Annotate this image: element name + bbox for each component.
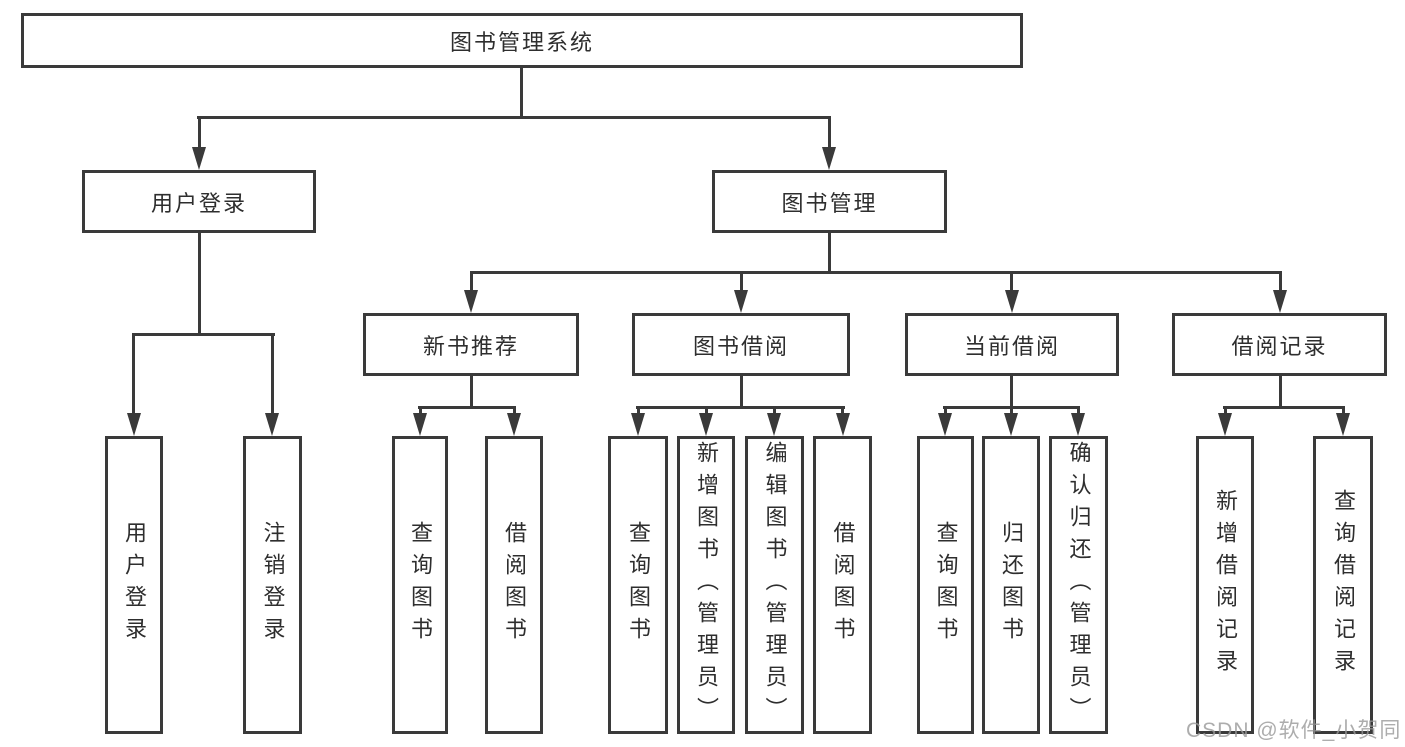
- arrow-down-icon: [1273, 290, 1287, 313]
- connector-line: [1223, 406, 1345, 409]
- connector-line: [132, 335, 135, 415]
- arrow-down-icon: [464, 290, 478, 313]
- leaf-query-books-recommend: 查询图书: [392, 436, 448, 734]
- arrow-down-icon: [822, 147, 836, 170]
- arrow-down-icon: [413, 413, 427, 436]
- arrow-down-icon: [699, 413, 713, 436]
- connector-line: [1010, 409, 1013, 415]
- connector-line: [1342, 409, 1345, 415]
- leaf-add-books-admin: 新增图书（管理员）: [677, 436, 735, 734]
- arrow-down-icon: [836, 413, 850, 436]
- connector-line: [1077, 409, 1080, 415]
- leaf-query-books-borrow: 查询图书: [608, 436, 668, 734]
- arrow-down-icon: [127, 413, 141, 436]
- leaf-return-books: 归还图书: [982, 436, 1040, 734]
- node-user-login: 用户登录: [82, 170, 316, 233]
- connector-line: [1010, 376, 1013, 408]
- connector-line: [198, 233, 201, 335]
- leaf-confirm-return-admin: 确认归还（管理员）: [1049, 436, 1108, 734]
- arrow-down-icon: [1336, 413, 1350, 436]
- leaf-query-borrow-record: 查询借阅记录: [1313, 436, 1373, 734]
- node-new-book-recommendation: 新书推荐: [363, 313, 579, 376]
- connector-line: [637, 409, 640, 415]
- connector-line: [740, 274, 743, 292]
- connector-line: [773, 409, 776, 415]
- connector-line: [198, 118, 201, 150]
- connector-line: [828, 233, 831, 274]
- connector-line: [470, 271, 1282, 274]
- arrow-down-icon: [265, 413, 279, 436]
- arrow-down-icon: [734, 290, 748, 313]
- node-borrowing-records: 借阅记录: [1172, 313, 1387, 376]
- arrow-down-icon: [631, 413, 645, 436]
- arrow-down-icon: [192, 147, 206, 170]
- connector-line: [132, 333, 275, 336]
- connector-line: [943, 406, 1080, 409]
- leaf-edit-books-admin: 编辑图书（管理员）: [745, 436, 804, 734]
- connector-line: [841, 409, 844, 415]
- connector-line: [419, 409, 422, 415]
- node-book-borrowing: 图书借阅: [632, 313, 850, 376]
- node-current-borrowing: 当前借阅: [905, 313, 1119, 376]
- connector-line: [705, 409, 708, 415]
- connector-line: [828, 118, 831, 150]
- arrow-down-icon: [1004, 413, 1018, 436]
- leaf-query-books-current: 查询图书: [917, 436, 974, 734]
- csdn-watermark: CSDN @软件_小贺同学: [1186, 719, 1402, 742]
- arrow-down-icon: [767, 413, 781, 436]
- connector-line: [740, 376, 743, 408]
- arrow-down-icon: [507, 413, 521, 436]
- connector-line: [636, 406, 845, 409]
- node-book-management: 图书管理: [712, 170, 947, 233]
- connector-line: [520, 68, 523, 118]
- leaf-logout: 注销登录: [243, 436, 302, 734]
- connector-line: [418, 406, 516, 409]
- connector-line: [197, 116, 831, 119]
- leaf-add-borrow-record: 新增借阅记录: [1196, 436, 1254, 734]
- connector-line: [1279, 376, 1282, 408]
- connector-line: [470, 274, 473, 292]
- connector-line: [271, 335, 274, 415]
- arrow-down-icon: [1218, 413, 1232, 436]
- leaf-borrow-books: 借阅图书: [813, 436, 872, 734]
- node-library-system: 图书管理系统: [21, 13, 1023, 68]
- connector-line: [470, 376, 473, 408]
- connector-line: [1010, 274, 1013, 292]
- connector-line: [1279, 274, 1282, 292]
- connector-line: [1224, 409, 1227, 415]
- arrow-down-icon: [1071, 413, 1085, 436]
- connector-line: [513, 409, 516, 415]
- connector-line: [944, 409, 947, 415]
- arrow-down-icon: [938, 413, 952, 436]
- leaf-borrow-books-recommend: 借阅图书: [485, 436, 543, 734]
- arrow-down-icon: [1005, 290, 1019, 313]
- leaf-user-login: 用户登录: [105, 436, 163, 734]
